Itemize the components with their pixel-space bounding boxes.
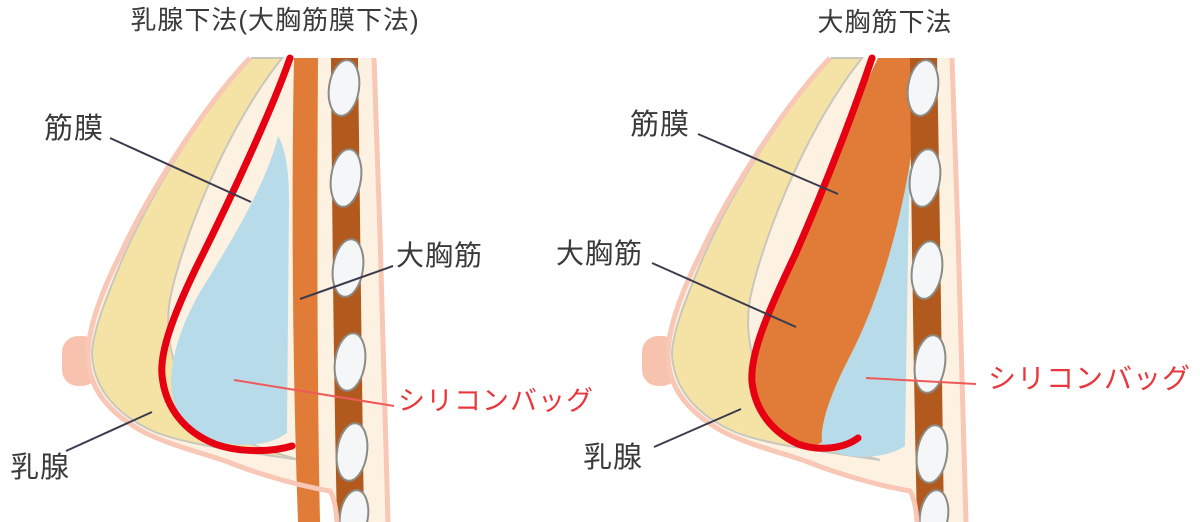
panel-submuscular-figure — [642, 54, 977, 522]
label-gland: 乳腺 — [10, 452, 71, 484]
skin-outline-front — [85, 56, 340, 522]
panel-title-submuscular: 大胸筋下法 — [817, 7, 953, 37]
rib — [910, 240, 944, 300]
mammary-gland-shape — [670, 57, 881, 461]
rib — [327, 59, 361, 117]
skin-outline-back — [371, 57, 391, 522]
ribs — [327, 59, 370, 522]
rib — [338, 489, 370, 522]
rib — [333, 332, 367, 392]
label-gland: 乳腺 — [583, 442, 644, 474]
skin-outline-back — [949, 57, 969, 522]
rib — [335, 422, 369, 482]
leader-line-implant — [233, 379, 395, 407]
rib — [913, 334, 947, 394]
leader-line-pectoral — [299, 265, 394, 300]
rib — [331, 238, 365, 298]
leader-line-gland — [65, 411, 153, 452]
pectoral-muscle-shape — [292, 58, 320, 522]
label-implant: シリコンバッグ — [398, 386, 594, 416]
rib — [329, 148, 363, 208]
silicone-implant-shape — [171, 136, 289, 445]
rib — [906, 59, 940, 117]
leader-line-fascia — [109, 137, 252, 203]
leader-line-fascia — [697, 133, 839, 195]
leader-line-gland — [653, 408, 742, 448]
label-implant: シリコンバッグ — [988, 363, 1192, 394]
label-fascia: 筋膜 — [630, 109, 691, 141]
rib — [918, 489, 950, 522]
label-pectoral: 大胸筋 — [396, 240, 484, 271]
leader-line-pectoral — [651, 262, 797, 328]
label-fascia: 筋膜 — [44, 113, 105, 145]
fascia-line-shape — [158, 54, 296, 455]
skin-outline-front — [665, 56, 920, 522]
label-pectoral: 大胸筋 — [556, 238, 644, 269]
pectoral-muscle-shape — [754, 58, 922, 448]
rib — [908, 148, 942, 208]
ribs — [906, 59, 950, 522]
rib — [915, 424, 949, 484]
panel-title-subglandular: 乳腺下法(大胸筋膜下法) — [130, 5, 420, 35]
panel-subglandular-figure — [62, 54, 395, 522]
fascia-line-shape — [748, 54, 876, 452]
leader-line-implant — [865, 377, 977, 385]
